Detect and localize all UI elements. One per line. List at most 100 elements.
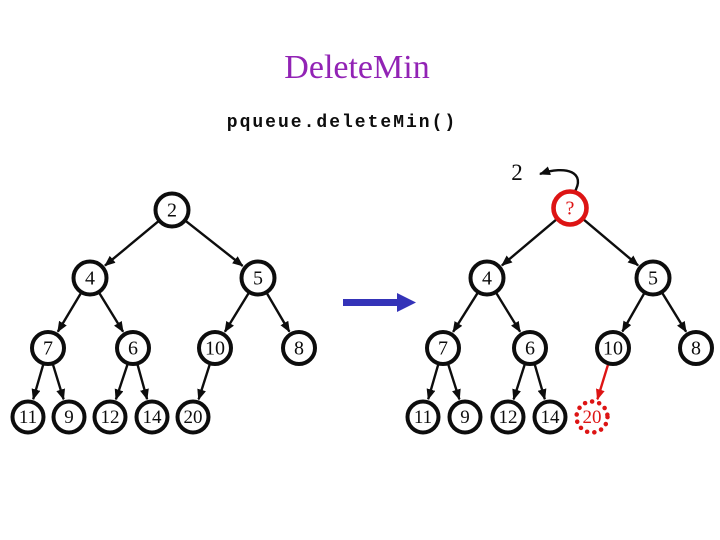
heap-node-before-12: 12 [92, 399, 128, 435]
tree-edge-moved [596, 363, 610, 401]
tree-edge [533, 363, 547, 401]
node-circle [71, 259, 109, 297]
tree-edge [197, 363, 211, 401]
heap-node-before-11: 11 [10, 399, 46, 435]
heap-node-after-14: 14 [532, 399, 568, 435]
node-value-label: 4 [482, 268, 492, 290]
tree-edge [56, 292, 83, 333]
node-circle [153, 191, 191, 229]
node-value-label: 14 [143, 407, 163, 428]
node-circle [281, 330, 317, 366]
node-value-label: 7 [43, 338, 53, 360]
node-circle [30, 330, 66, 366]
tree-edge [661, 292, 688, 333]
node-circle [10, 399, 46, 435]
heap-node-after-4: 4 [468, 259, 506, 297]
node-value-label: 9 [460, 407, 470, 428]
heap-node-before-20: 20 [175, 399, 211, 435]
tree-edge [136, 364, 149, 401]
node-value-label: 7 [438, 338, 448, 360]
tree-edges [31, 218, 688, 401]
removed-min-value-label: 2 [511, 160, 523, 185]
transition-arrow-icon [343, 293, 416, 312]
heap-node-before-6: 6 [115, 330, 151, 366]
page-title: DeleteMin [284, 49, 430, 86]
node-value-label: 6 [525, 338, 535, 360]
tree-edge [452, 292, 479, 333]
node-value-label: 6 [128, 338, 138, 360]
heap-node-after-9: 9 [447, 399, 483, 435]
tree-edge [582, 218, 639, 267]
node-circle [468, 259, 506, 297]
tree-edge [223, 292, 250, 333]
tree-edge [265, 292, 291, 333]
node-circle [197, 330, 233, 366]
heap-node-before-14: 14 [134, 399, 170, 435]
node-value-label: 20 [583, 407, 602, 428]
node-value-label: 5 [253, 268, 263, 290]
tree-nodes: 2 4 5 7 6 10 8 11 9 12 14 20? 4 5 7 6 10 8 11 9 12 14 20 [10, 189, 714, 435]
heap-node-after-5: 5 [634, 259, 672, 297]
node-circle [92, 399, 128, 435]
heap-node-before-7: 7 [30, 330, 66, 366]
node-value-label: 8 [294, 338, 304, 360]
method-call-label: pqueue.deleteMin() [226, 113, 458, 133]
node-circle [532, 399, 568, 435]
node-value-label: 20 [184, 407, 203, 428]
node-value-label: 9 [64, 407, 74, 428]
node-value-label: 11 [19, 407, 37, 428]
node-circle [115, 330, 151, 366]
node-value-label: 8 [691, 338, 701, 360]
tree-edge [98, 292, 125, 333]
tree-edge [426, 363, 440, 401]
node-value-label: 4 [85, 268, 95, 290]
node-value-label: 2 [167, 200, 177, 222]
node-circle [447, 399, 483, 435]
node-circle [405, 399, 441, 435]
node-circle [595, 330, 631, 366]
node-circle [175, 399, 211, 435]
node-value-label: 14 [541, 407, 561, 428]
heap-node-after-20: 20 [574, 399, 610, 435]
node-circle [239, 259, 277, 297]
dashed-node-circle [574, 399, 610, 435]
heap-node-after-8: 8 [678, 330, 714, 366]
node-circle [490, 399, 526, 435]
node-circle [551, 189, 589, 227]
heap-node-after-?: ? [551, 189, 589, 227]
node-circle [425, 330, 461, 366]
heap-node-before-5: 5 [239, 259, 277, 297]
node-circle [634, 259, 672, 297]
heap-node-after-6: 6 [512, 330, 548, 366]
node-circle [512, 330, 548, 366]
heap-node-after-7: 7 [425, 330, 461, 366]
node-value-label: 5 [648, 268, 658, 290]
heap-node-after-10: 10 [595, 330, 631, 366]
node-value-label: 10 [205, 338, 225, 360]
node-circle [51, 399, 87, 435]
node-value-label: ? [566, 198, 575, 220]
heap-node-before-9: 9 [51, 399, 87, 435]
tree-edge [621, 292, 646, 333]
tree-edge [31, 363, 45, 401]
tree-edge [114, 363, 129, 401]
tree-edge [495, 292, 522, 333]
removed-min-curved-arrow-icon [539, 166, 580, 194]
heap-node-before-4: 4 [71, 259, 109, 297]
heap-node-after-11: 11 [405, 399, 441, 435]
node-value-label: 11 [414, 407, 432, 428]
heap-node-before-2: 2 [153, 191, 191, 229]
tree-edge [104, 220, 160, 267]
node-value-label: 12 [499, 407, 518, 428]
heap-node-after-12: 12 [490, 399, 526, 435]
node-value-label: 12 [101, 407, 120, 428]
tree-edge [447, 363, 461, 401]
node-circle [678, 330, 714, 366]
node-value-label: 10 [603, 338, 623, 360]
tree-edge [51, 363, 65, 401]
tree-edge [501, 218, 558, 267]
node-circle [134, 399, 170, 435]
heap-node-before-10: 10 [197, 330, 233, 366]
